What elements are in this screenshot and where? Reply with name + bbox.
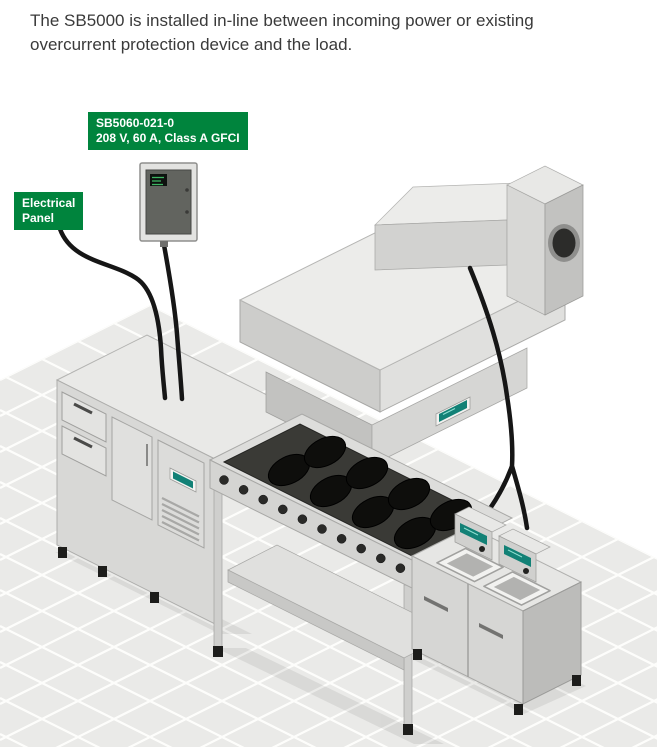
fryer-display-1 — [460, 523, 487, 545]
device-label-line-1: SB5060-021-0 — [96, 116, 175, 130]
induction-range — [208, 413, 514, 735]
control-knobs — [219, 475, 406, 573]
range-leg-left — [213, 487, 223, 649]
fryer-door-handle-1 — [424, 596, 448, 612]
cable-device-to-equipment — [161, 242, 185, 402]
duct-port — [552, 228, 576, 258]
sb5000-conduit — [160, 241, 168, 247]
range-feet — [213, 646, 413, 735]
fryer-control-panel-1 — [454, 506, 507, 561]
panel-label-line-2: Panel — [22, 211, 55, 225]
cable-to-fryer — [467, 265, 530, 531]
hood-display — [439, 400, 467, 422]
electrical-panel-label: Electrical Panel — [14, 192, 84, 230]
fryer-unit — [410, 506, 583, 715]
panel-label-line-1: Electrical — [22, 196, 76, 210]
vent-grille — [161, 497, 200, 542]
cable-panel-to-equipment — [57, 226, 168, 401]
device-label: SB5060-021-0 208 V, 60 A, Class A GFCI — [88, 112, 248, 150]
exhaust-duct — [374, 165, 584, 316]
fryer-well-1 — [436, 547, 504, 583]
fryer-display-2 — [504, 545, 531, 567]
undershelf — [227, 544, 454, 671]
intro-line-2: overcurrent protection device and the lo… — [30, 35, 353, 54]
fryer-knob-1 — [479, 546, 485, 552]
intro-line-1: The SB5000 is installed in-line between … — [30, 11, 534, 30]
power-cables-left — [57, 226, 185, 402]
refrigeration-section — [157, 439, 205, 549]
counter-feet — [58, 547, 159, 603]
counter-display — [173, 471, 193, 489]
sb5000-device — [139, 162, 198, 247]
induction-burners — [267, 435, 473, 550]
fryer-door-handle-2 — [479, 623, 503, 639]
fryer-knob-2 — [523, 568, 529, 574]
fryer-well-2 — [483, 571, 551, 606]
intro-text: The SB5000 is installed in-line between … — [30, 9, 534, 57]
device-label-line-2: 208 V, 60 A, Class A GFCI — [96, 131, 240, 145]
fryer-control-panel-2 — [498, 528, 551, 583]
fryer-feet — [413, 649, 581, 715]
counter-door — [111, 416, 153, 521]
drawer-1 — [61, 391, 107, 443]
drawer-2 — [61, 425, 107, 477]
